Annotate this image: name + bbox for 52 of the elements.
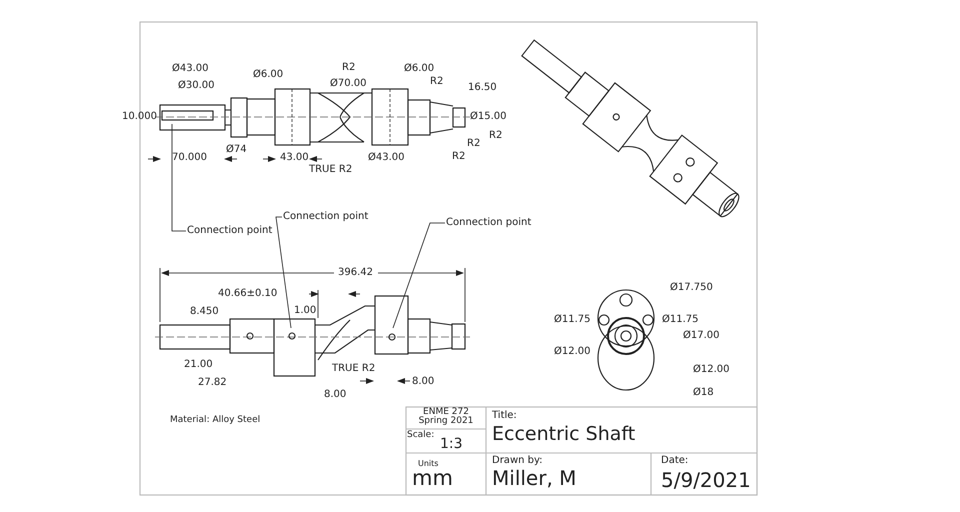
dimension-label: Ø15.00 bbox=[470, 111, 506, 122]
dimension-label: Ø43.00 bbox=[172, 63, 208, 74]
leader-line bbox=[172, 124, 186, 232]
dimension-label: Ø17.00 bbox=[683, 330, 720, 342]
field-caption: Units bbox=[418, 459, 438, 468]
leader-line bbox=[276, 216, 292, 328]
field-caption: Date: bbox=[661, 455, 688, 466]
dimension-label: R2 bbox=[489, 130, 502, 142]
dimension-label: Ø11.75 bbox=[662, 314, 698, 326]
dimension-label: 43.00 bbox=[280, 152, 309, 164]
note-text: Material: Alloy Steel bbox=[170, 415, 260, 426]
dimension-label: 8.00 bbox=[324, 389, 346, 400]
dimension-label: Ø43.00 bbox=[368, 152, 404, 164]
callout-text: Connection point bbox=[283, 211, 368, 222]
dimension-label: R2 bbox=[342, 62, 356, 74]
dimension-label: 396.42 bbox=[338, 267, 373, 278]
dimension-label: 10.000 bbox=[122, 111, 157, 122]
date-text: 5/9/2021 bbox=[661, 469, 751, 492]
dimension-label: Ø12.00 bbox=[554, 346, 590, 358]
leader-line bbox=[392, 222, 446, 328]
title-text: Eccentric Shaft bbox=[492, 424, 636, 446]
dimension-label: 8.450 bbox=[190, 306, 219, 318]
callout-text: Connection point bbox=[446, 217, 532, 228]
dimension-label: R2 bbox=[452, 151, 466, 162]
dimension-label: Ø11.75 bbox=[554, 314, 590, 326]
dimension-label: Ø70.00 bbox=[330, 78, 366, 90]
dimension-label: R2 bbox=[430, 76, 444, 88]
field-caption: Drawn by: bbox=[492, 455, 543, 466]
dimension-label: Ø6.00 bbox=[253, 69, 284, 80]
dimension-label: Ø30.00 bbox=[178, 80, 214, 92]
dimension-label: 1.00 bbox=[294, 305, 316, 316]
dimension-label: 70.000 bbox=[172, 152, 207, 164]
dimension-label: Ø6.00 bbox=[404, 63, 434, 74]
author-text: Miller, M bbox=[492, 467, 576, 490]
callout-text: Connection point bbox=[187, 225, 272, 236]
field-caption: Scale: bbox=[407, 430, 434, 440]
dimension-label: 16.50 bbox=[468, 82, 497, 94]
course-text: ENME 272 Spring 2021 bbox=[418, 408, 474, 426]
dimension-label: TRUE R2 bbox=[332, 363, 376, 374]
units-value: mm bbox=[412, 466, 453, 490]
dimension-label: Ø18 bbox=[693, 387, 714, 398]
dimension-label: 40.66±0.10 bbox=[218, 288, 278, 300]
dimension-label: R2 bbox=[467, 138, 480, 150]
dimension-label: 27.82 bbox=[198, 377, 227, 388]
scale-value: 1:3 bbox=[440, 436, 463, 452]
dimension-label: TRUE R2 bbox=[309, 164, 352, 176]
field-caption: Title: bbox=[492, 410, 517, 422]
dimension-label: Ø12.00 bbox=[693, 364, 730, 376]
dimension-label: 8.00 bbox=[412, 376, 434, 388]
dimension-label: Ø17.750 bbox=[670, 282, 713, 294]
dimension-label: Ø74 bbox=[226, 144, 247, 156]
dimension-label: 21.00 bbox=[184, 359, 213, 370]
